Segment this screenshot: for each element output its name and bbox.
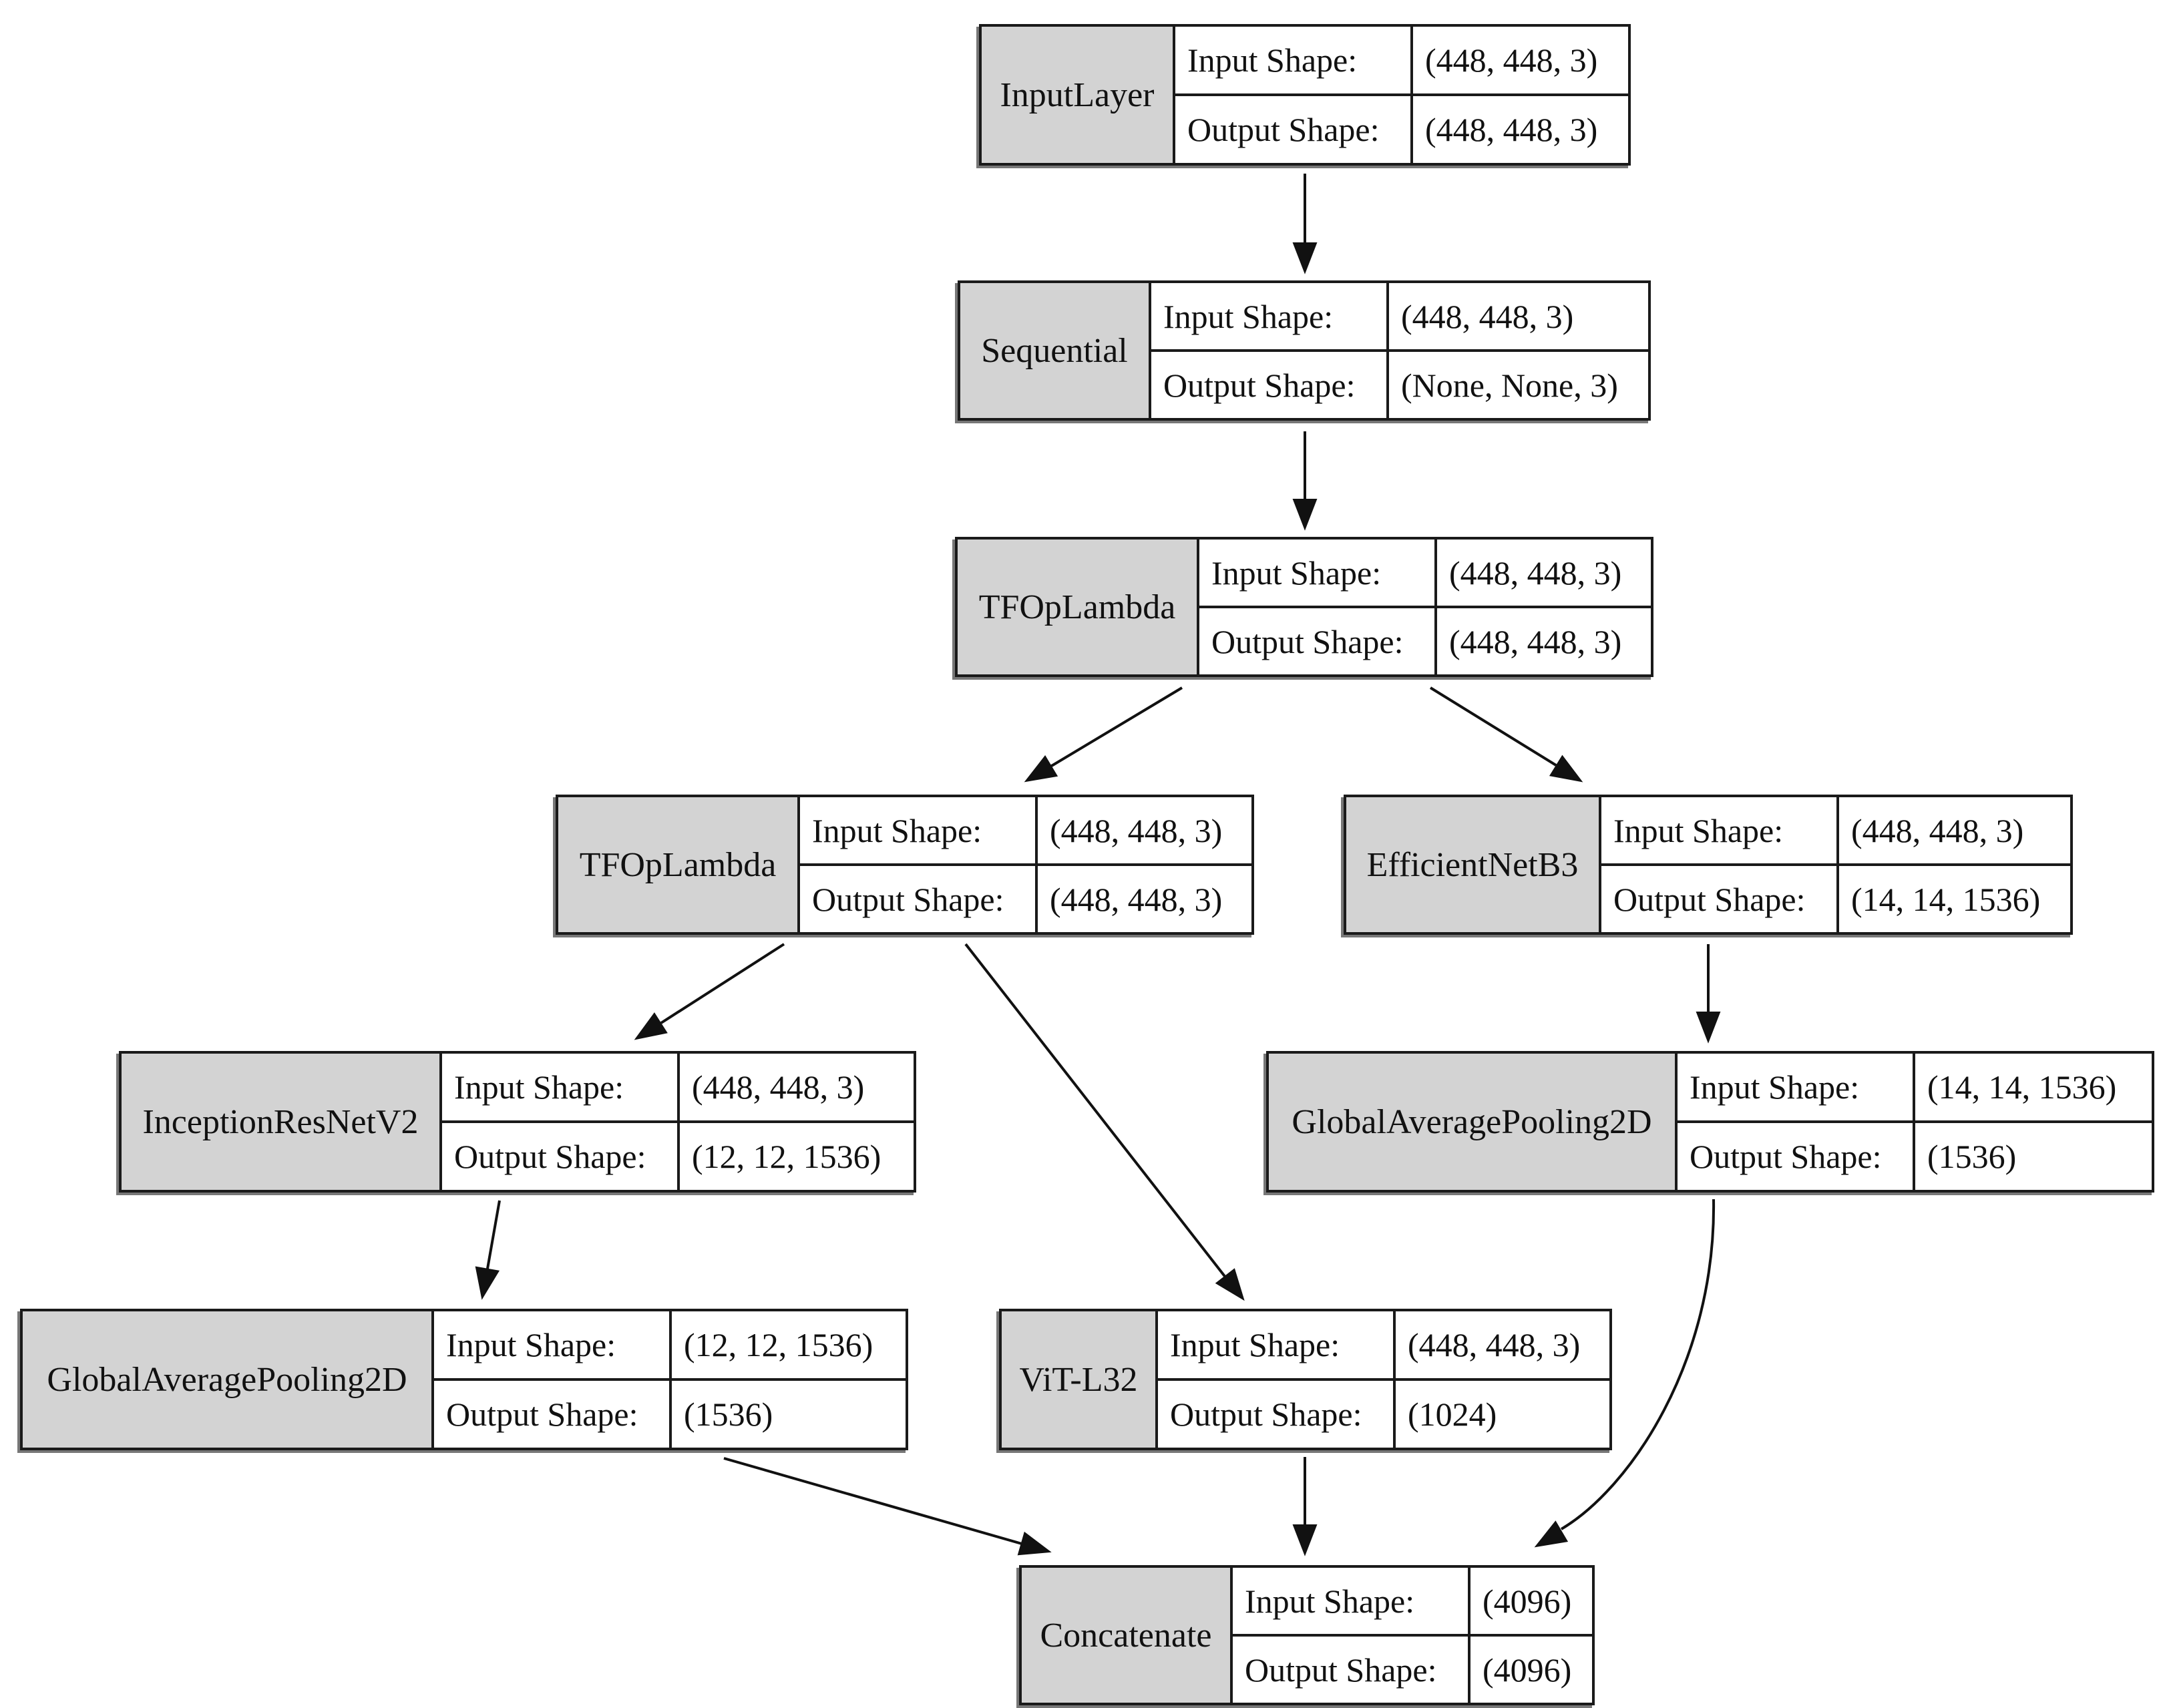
- input-shape-label: Input Shape:: [434, 1311, 672, 1378]
- input-shape-label: Input Shape:: [1233, 1568, 1470, 1634]
- arrowhead-tfoplambda-2-to-inceptionresnetv2: [634, 1012, 668, 1040]
- output-shape-row: Output Shape: (1536): [434, 1378, 906, 1448]
- edge-tfoplambda-2-to-vit-l32: [964, 943, 1227, 1279]
- arrowhead-vit-l32-to-concatenate: [1292, 1524, 1318, 1556]
- edge-tfoplambda-2-to-inceptionresnetv2: [660, 943, 785, 1024]
- input-shape-row: Input Shape: (448, 448, 3): [1601, 797, 2070, 863]
- output-shape-row: Output Shape: (1024): [1158, 1378, 1609, 1448]
- output-shape-value: (448, 448, 3): [1449, 622, 1622, 660]
- output-shape-row: Output Shape: (448, 448, 3): [800, 863, 1251, 932]
- output-shape-row: Output Shape: (1536): [1678, 1120, 2152, 1190]
- input-shape-label: Input Shape:: [442, 1054, 680, 1120]
- input-shape-label: Input Shape:: [1601, 797, 1839, 863]
- output-shape-value: (4096): [1483, 1651, 1572, 1689]
- layer-name: TFOpLambda: [958, 540, 1199, 674]
- output-shape-value: (14, 14, 1536): [1851, 880, 2041, 918]
- edge-tfoplambda-1-to-efficientnetb3: [1429, 686, 1557, 767]
- layer-name: InputLayer: [982, 27, 1175, 163]
- input-shape-row: Input Shape: (12, 12, 1536): [434, 1311, 906, 1378]
- edge-inceptionresnetv2-to-gap-left: [486, 1200, 501, 1269]
- arrowhead-tfoplambda-1-to-tfoplambda-2: [1024, 755, 1058, 783]
- input-shape-row: Input Shape: (448, 448, 3): [1199, 540, 1651, 606]
- input-shape-label: Input Shape:: [1151, 283, 1389, 349]
- arrowhead-tfoplambda-1-to-efficientnetb3: [1549, 755, 1583, 783]
- layer-name: GlobalAveragePooling2D: [1269, 1054, 1678, 1190]
- arrowhead-efficientnetb3-to-gap-right: [1696, 1012, 1721, 1044]
- input-shape-label: Input Shape:: [1199, 540, 1437, 606]
- output-shape-label: Output Shape:: [1158, 1381, 1396, 1448]
- input-shape-label: Input Shape:: [1678, 1054, 1915, 1120]
- output-shape-label: Output Shape:: [1151, 352, 1389, 418]
- arrowhead-inceptionresnetv2-to-gap-left: [475, 1266, 500, 1300]
- edge-gap-right-to-concatenate: [1560, 1199, 1716, 1530]
- arrowhead-gap-right-to-concatenate: [1534, 1520, 1569, 1548]
- output-shape-value: (1024): [1408, 1396, 1497, 1433]
- output-shape-row: Output Shape: (14, 14, 1536): [1601, 863, 2070, 932]
- input-shape-row: Input Shape: (4096): [1233, 1568, 1592, 1634]
- output-shape-value: (12, 12, 1536): [692, 1138, 881, 1175]
- output-shape-row: Output Shape: (448, 448, 3): [1199, 606, 1651, 674]
- arrowhead-tfoplambda-2-to-vit-l32: [1215, 1268, 1245, 1301]
- output-shape-label: Output Shape:: [1678, 1123, 1915, 1190]
- input-shape-row: Input Shape: (448, 448, 3): [442, 1054, 914, 1120]
- input-shape-row: Input Shape: (14, 14, 1536): [1678, 1054, 2152, 1120]
- input-shape-row: Input Shape: (448, 448, 3): [800, 797, 1251, 863]
- input-shape-value: (448, 448, 3): [1425, 41, 1598, 79]
- layer-name: Sequential: [960, 283, 1151, 418]
- output-shape-label: Output Shape:: [1199, 608, 1437, 674]
- edge-tfoplambda-1-to-tfoplambda-2: [1049, 686, 1183, 768]
- arrowhead-sequential-to-tfoplambda-1: [1292, 499, 1318, 531]
- input-shape-label: Input Shape:: [1175, 27, 1413, 93]
- output-shape-label: Output Shape:: [442, 1123, 680, 1190]
- output-shape-value: (None, None, 3): [1401, 366, 1618, 404]
- input-shape-row: Input Shape: (448, 448, 3): [1151, 283, 1648, 349]
- input-shape-label: Input Shape:: [1158, 1311, 1396, 1378]
- layer-name: GlobalAveragePooling2D: [23, 1311, 434, 1448]
- input-shape-row: Input Shape: (448, 448, 3): [1175, 27, 1628, 93]
- arrowhead-gap-left-to-concatenate: [1017, 1531, 1052, 1556]
- arrowhead-input-layer-to-sequential: [1292, 242, 1318, 274]
- output-shape-label: Output Shape:: [1601, 866, 1839, 932]
- input-shape-value: (448, 448, 3): [1408, 1326, 1581, 1363]
- layer-name: TFOpLambda: [558, 797, 800, 932]
- output-shape-value: (448, 448, 3): [1050, 880, 1223, 918]
- output-shape-label: Output Shape:: [800, 866, 1038, 932]
- output-shape-row: Output Shape: (448, 448, 3): [1175, 93, 1628, 163]
- input-shape-value: (4096): [1483, 1582, 1572, 1620]
- output-shape-label: Output Shape:: [1233, 1637, 1470, 1703]
- input-shape-value: (448, 448, 3): [1851, 811, 2024, 849]
- input-shape-value: (448, 448, 3): [1449, 554, 1622, 592]
- output-shape-label: Output Shape:: [434, 1381, 672, 1448]
- output-shape-label: Output Shape:: [1175, 96, 1413, 163]
- output-shape-value: (1536): [1927, 1138, 2017, 1175]
- output-shape-value: (1536): [684, 1396, 773, 1433]
- input-shape-value: (448, 448, 3): [1050, 811, 1223, 849]
- input-shape-value: (12, 12, 1536): [684, 1326, 873, 1363]
- layer-name: ViT-L32: [1002, 1311, 1158, 1448]
- output-shape-row: Output Shape: (12, 12, 1536): [442, 1120, 914, 1190]
- layer-name: Concatenate: [1022, 1568, 1233, 1703]
- output-shape-row: Output Shape: (4096): [1233, 1634, 1592, 1703]
- layer-name: InceptionResNetV2: [122, 1054, 442, 1190]
- input-shape-row: Input Shape: (448, 448, 3): [1158, 1311, 1609, 1378]
- input-shape-label: Input Shape:: [800, 797, 1038, 863]
- output-shape-value: (448, 448, 3): [1425, 111, 1598, 148]
- input-shape-value: (14, 14, 1536): [1927, 1068, 2117, 1106]
- input-shape-value: (448, 448, 3): [692, 1068, 865, 1106]
- layer-name: EfficientNetB3: [1346, 797, 1601, 932]
- output-shape-row: Output Shape: (None, None, 3): [1151, 349, 1648, 418]
- edge-gap-left-to-concatenate: [723, 1457, 1022, 1545]
- input-shape-value: (448, 448, 3): [1401, 297, 1574, 335]
